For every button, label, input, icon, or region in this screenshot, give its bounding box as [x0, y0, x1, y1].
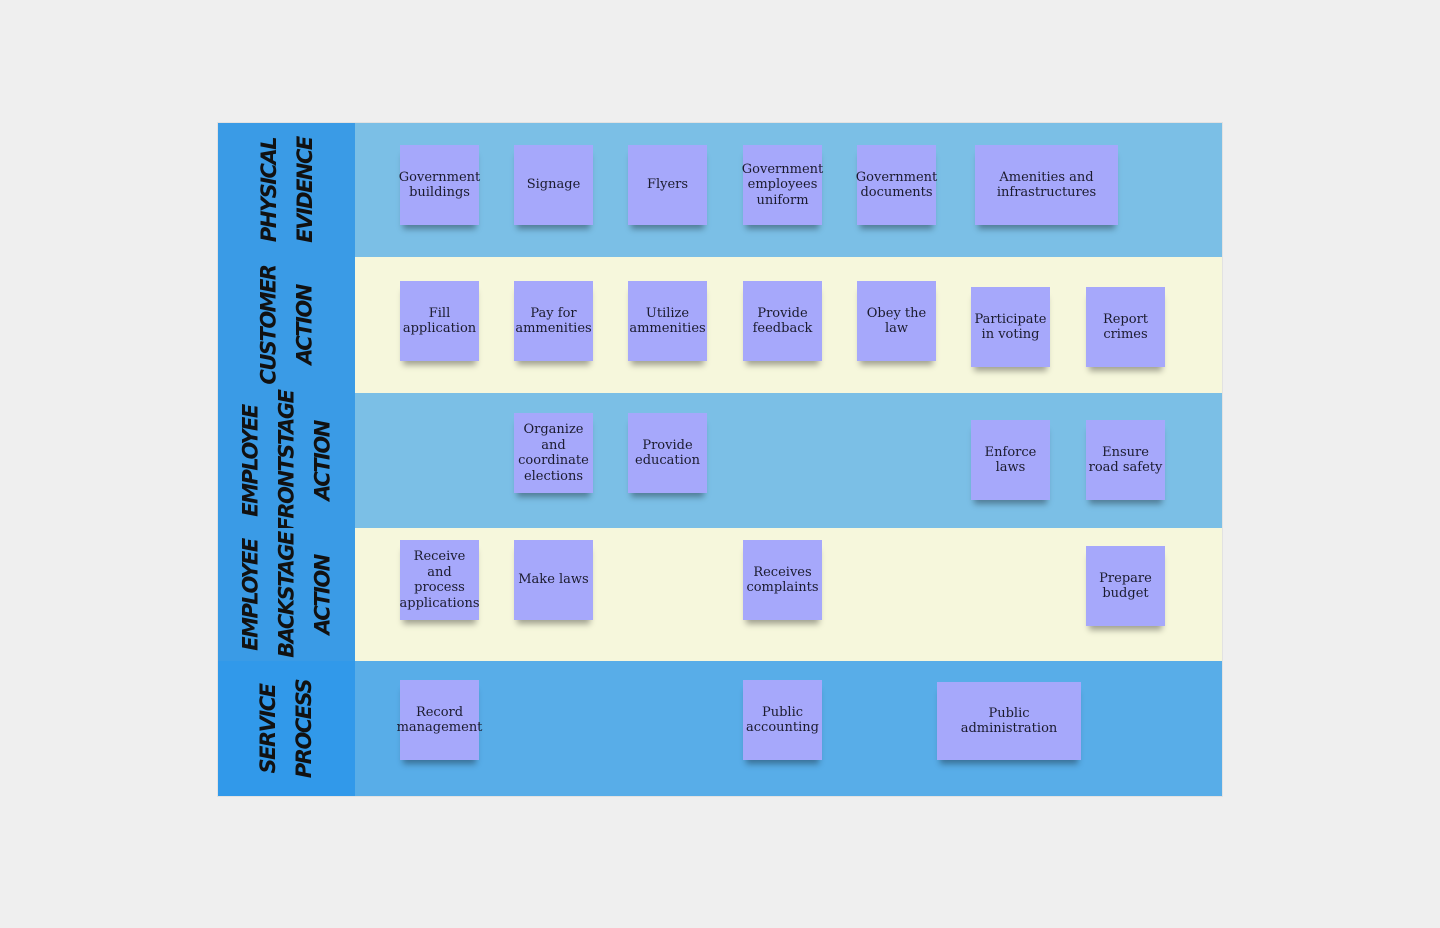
sticky-note[interactable]: Obey the law — [857, 281, 936, 361]
sticky-note[interactable]: Organize and coordinate elections — [514, 413, 593, 493]
sticky-note[interactable]: Provide education — [628, 413, 707, 493]
sticky-note[interactable]: Record management — [397, 680, 482, 760]
lane-header: EMPLOYEE BACKSTAGE ACTION — [218, 528, 356, 661]
lane-body: Government buildings Signage Flyers Governm… — [355, 123, 1222, 257]
sticky-note[interactable]: Prepare budget — [1086, 546, 1165, 626]
lane-title: EMPLOYEE FRONTSTAGE ACTION — [233, 390, 341, 531]
lane-title-line: ACTION — [310, 554, 335, 635]
lane-title: PHYSICAL EVIDENCE — [251, 137, 323, 243]
lane-title-line: PROCESS — [292, 679, 317, 778]
lane-title-line: FRONTSTAGE — [274, 390, 299, 531]
sticky-note[interactable]: Government employees uniform — [742, 145, 823, 225]
sticky-note[interactable]: Participate in voting — [971, 287, 1050, 367]
sticky-note[interactable]: Utilize ammenities — [628, 281, 707, 361]
lane-body: Fill application Pay for ammenities Utiliz… — [355, 257, 1222, 393]
lane-header: PHYSICAL EVIDENCE — [218, 123, 356, 257]
sticky-note[interactable]: Public administration — [937, 682, 1081, 760]
lane-header: CUSTOMER ACTION — [218, 257, 356, 393]
lane-body: Organize and coordinate elections Provide… — [355, 393, 1222, 528]
lane-header: SERVICE PROCESS — [218, 661, 356, 796]
lane-physical-evidence: PHYSICAL EVIDENCE Government buildings Sign… — [218, 123, 1222, 257]
sticky-note[interactable]: Government buildings — [399, 145, 480, 225]
sticky-note[interactable]: Government documents — [856, 145, 937, 225]
lane-title-line: CUSTOMER — [256, 265, 281, 385]
sticky-note[interactable]: Receive and process applications — [400, 540, 480, 620]
sticky-note[interactable]: Fill application — [400, 281, 479, 361]
sticky-note[interactable]: Flyers — [628, 145, 707, 225]
lane-title: CUSTOMER ACTION — [251, 265, 323, 384]
lane-title: SERVICE PROCESS — [250, 679, 322, 777]
sticky-note[interactable]: Provide feedback — [743, 281, 822, 361]
sticky-note[interactable]: Ensure road safety — [1086, 420, 1165, 500]
lane-customer-action: CUSTOMER ACTION Fill application Pay for am… — [218, 257, 1222, 393]
lane-title: EMPLOYEE BACKSTAGE ACTION — [232, 532, 340, 657]
lane-title-line: EVIDENCE — [292, 137, 317, 243]
lane-service-process: SERVICE PROCESS Record management Public ac… — [218, 661, 1222, 796]
sticky-note[interactable]: Public accounting — [743, 680, 822, 760]
sticky-note[interactable]: Pay for ammenities — [514, 281, 593, 361]
service-blueprint-board: PHYSICAL EVIDENCE Government buildings Sign… — [218, 123, 1222, 796]
lane-title-line: SERVICE — [256, 684, 281, 773]
sticky-note[interactable]: Report crimes — [1086, 287, 1165, 367]
lane-title-line: ACTION — [310, 420, 335, 501]
lane-employee-backstage-action: EMPLOYEE BACKSTAGE ACTION Receive and proce… — [218, 528, 1222, 661]
sticky-note[interactable]: Amenities and infrastructures — [975, 145, 1118, 225]
lane-title-line: EMPLOYEE — [238, 404, 263, 517]
lane-employee-frontstage-action: EMPLOYEE FRONTSTAGE ACTION Organize and coo… — [218, 390, 1222, 531]
lane-title-line: ACTION — [292, 285, 317, 365]
lane-body: Receive and process applications Make law… — [355, 528, 1222, 661]
sticky-note[interactable]: Signage — [514, 145, 593, 225]
sticky-note[interactable]: Make laws — [514, 540, 593, 620]
sticky-note[interactable]: Enforce laws — [971, 420, 1050, 500]
lane-header: EMPLOYEE FRONTSTAGE ACTION — [218, 390, 356, 531]
lane-title-line: PHYSICAL — [256, 137, 281, 243]
lane-title-line: EMPLOYEE — [238, 538, 263, 651]
sticky-note[interactable]: Receives complaints — [743, 540, 822, 620]
lane-title-line: BACKSTAGE — [274, 531, 299, 658]
lane-body: Record management Public accounting Public… — [355, 661, 1222, 796]
